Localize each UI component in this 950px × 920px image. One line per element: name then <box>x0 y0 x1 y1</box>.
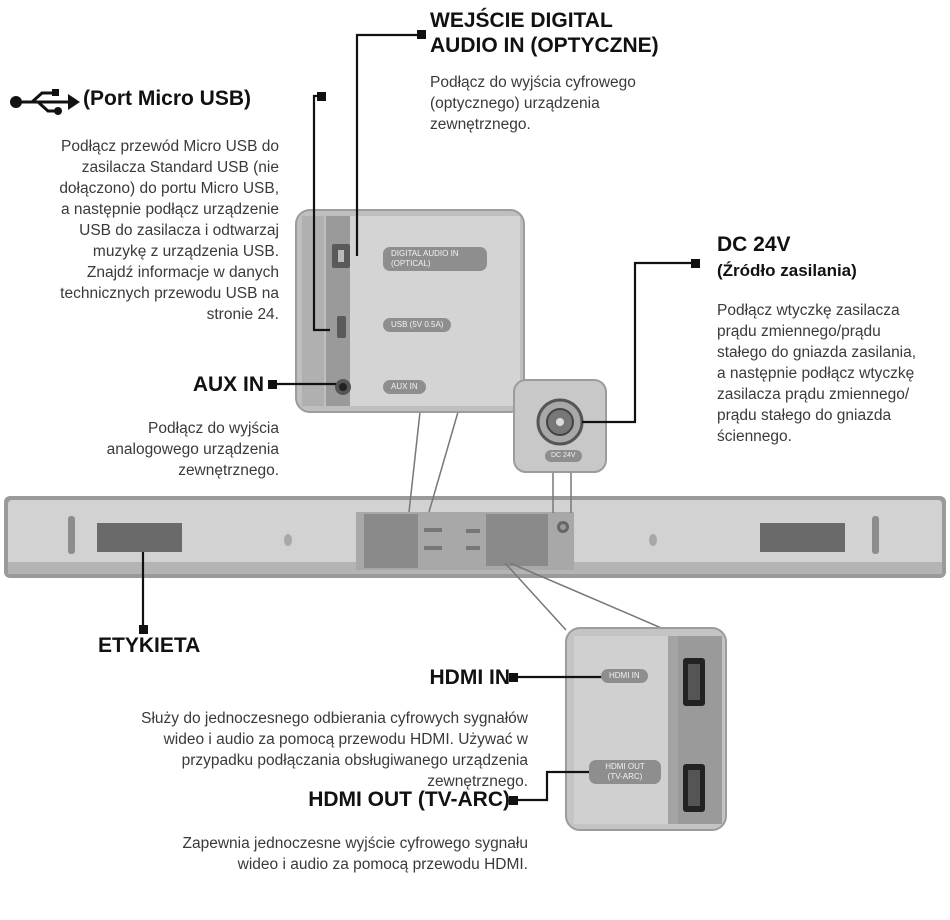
pill-dc-24v: DC 24V <box>545 450 582 462</box>
pill-digital-audio-in: DIGITAL AUDIO IN (OPTICAL) <box>383 247 487 271</box>
pill-hdmi-out: HDMI OUT (TV-ARC) <box>589 760 661 784</box>
aux-desc-line: Podłącz do wyjścia <box>148 420 279 437</box>
hdmi-in-desc-line: zewnętrznego. <box>427 773 528 790</box>
optical-description: Podłącz do wyjścia cyfrowego (optycznego… <box>430 72 636 135</box>
aux-desc-line: zewnętrznego. <box>178 462 279 479</box>
optical-heading-line1: WEJŚCIE DIGITAL <box>430 9 613 32</box>
usb-port <box>337 316 346 338</box>
optical-desc-line: zewnętrznego. <box>430 116 531 133</box>
hdmi-out-description: Zapewnia jednoczesne wyjście cyfrowego s… <box>183 833 529 875</box>
optical-heading-line2: AUDIO IN (OPTYCZNE) <box>430 34 659 57</box>
soundbar-body <box>4 496 946 578</box>
pill-aux-in: AUX IN <box>383 380 426 394</box>
usb-heading: (Port Micro USB) <box>83 87 251 110</box>
label-heading: ETYKIETA <box>98 634 201 657</box>
dc-desc-line: stałego do gniazda zasilania, <box>717 344 917 361</box>
aux-description: Podłącz do wyjścia analogowego urządzeni… <box>107 418 279 481</box>
hdmi-in-desc-line: Służy do jednoczesnego odbierania cyfrow… <box>141 710 528 727</box>
label-area <box>97 523 182 552</box>
usb-description: Podłącz przewód Micro USB do zasilacza S… <box>59 136 279 325</box>
optical-desc-line: Podłącz do wyjścia cyfrowego <box>430 74 636 91</box>
pill-hdmi-in: HDMI IN <box>601 669 648 683</box>
hdmi-out-desc-line: wideo i audio za pomocą przewodu HDMI. <box>237 856 528 873</box>
dc-desc-line: a następnie podłącz wtyczkę <box>717 365 915 382</box>
usb-desc-line: USB do zasilacza i odtwarzaj <box>79 222 279 239</box>
dc-desc-line: prądu stałego do gniazda <box>717 407 892 424</box>
dc-heading-line2: (Źródło zasilania) <box>717 261 857 280</box>
usb-icon <box>10 89 80 115</box>
pill-digital-audio-in-line1: DIGITAL AUDIO IN <box>391 249 459 258</box>
usb-desc-line: zasilacza Standard USB (nie <box>81 159 279 176</box>
usb-desc-line: a następnie podłącz urządzenie <box>60 201 279 218</box>
optical-heading: WEJŚCIE DIGITAL AUDIO IN (OPTYCZNE) <box>430 8 659 58</box>
hdmi-out-heading: HDMI OUT (TV-ARC) <box>308 788 510 811</box>
dc-heading-line1: DC 24V <box>717 233 791 256</box>
pill-digital-audio-in-line2: (OPTICAL) <box>391 259 431 268</box>
dc-heading: DC 24V (Źródło zasilania) <box>717 231 857 283</box>
usb-desc-line: technicznych przewodu USB na <box>60 285 279 302</box>
hdmi-in-desc-line: wideo i audio za pomocą przewodu HDMI. U… <box>163 731 528 748</box>
label-area-right <box>760 523 845 552</box>
dc-desc-line: Podłącz wtyczkę zasilacza <box>717 302 900 319</box>
pill-hdmi-out-line1: HDMI OUT <box>605 762 645 771</box>
optical-desc-line: (optycznego) urządzenia <box>430 95 600 112</box>
usb-desc-line: Podłącz przewód Micro USB do <box>61 138 279 155</box>
aux-heading: AUX IN <box>192 373 264 396</box>
usb-desc-line: Znajdź informacje w danych <box>86 264 279 281</box>
dc-desc-line: ściennego. <box>717 428 792 445</box>
hdmi-in-desc-line: przypadku podłączania obsługiwanego urzą… <box>181 752 528 769</box>
hdmi-out-desc-line: Zapewnia jednoczesne wyjście cyfrowego s… <box>182 835 529 852</box>
aux-desc-line: analogowego urządzenia <box>106 441 279 458</box>
hdmi-in-heading: HDMI IN <box>429 666 511 689</box>
usb-desc-line: muzykę z urządzenia USB. <box>92 243 279 260</box>
dc-desc-line: zasilacza prądu zmiennego/ <box>717 386 910 403</box>
dc-description: Podłącz wtyczkę zasilacza prądu zmienneg… <box>717 300 916 447</box>
usb-desc-line: stronie 24. <box>206 306 279 323</box>
usb-desc-line: dołączono) do portu Micro USB, <box>59 180 279 197</box>
pill-usb: USB (5V 0.5A) <box>383 318 452 332</box>
dc-desc-line: prądu zmiennego/prądu <box>717 323 881 340</box>
pill-hdmi-out-line2: (TV-ARC) <box>607 772 643 781</box>
hdmi-in-description: Służy do jednoczesnego odbierania cyfrow… <box>141 708 528 792</box>
